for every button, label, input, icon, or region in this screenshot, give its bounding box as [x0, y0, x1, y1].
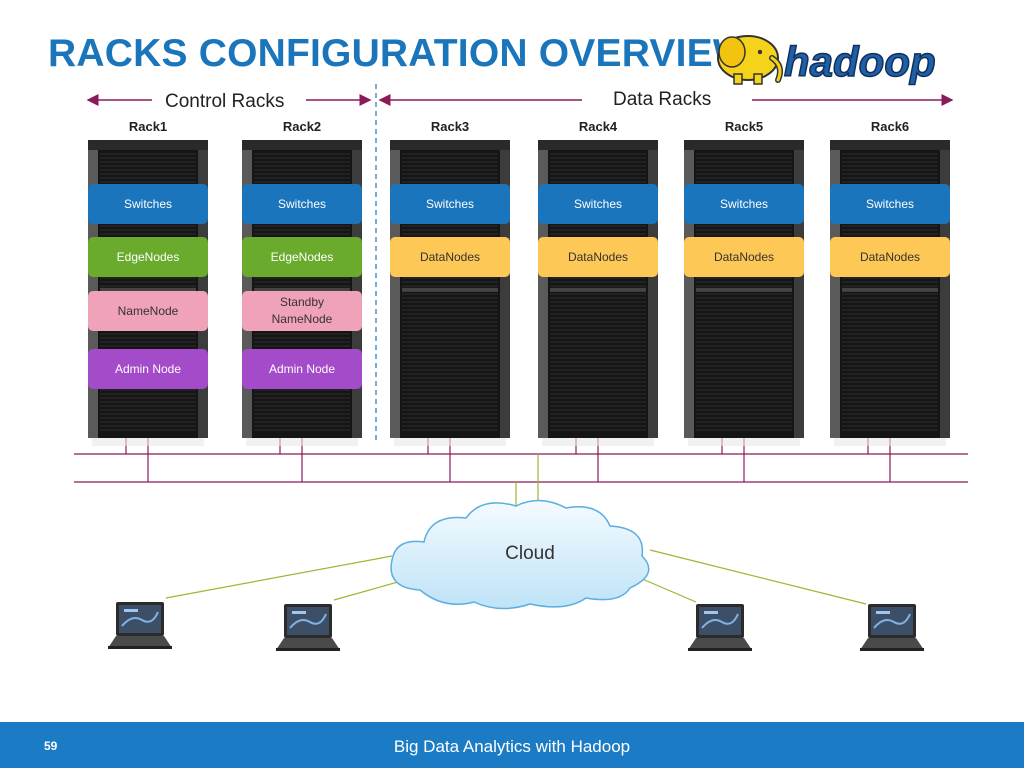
- rack1-switches-box: Switches: [88, 184, 208, 224]
- laptop-icon: [858, 602, 924, 652]
- rack5-datanodes-box: DataNodes: [684, 237, 804, 277]
- rack-name-1: Rack1: [128, 119, 168, 134]
- rack-name-6: Rack6: [870, 119, 910, 134]
- cloud-icon: [390, 499, 650, 610]
- rack6-datanodes-box: DataNodes: [830, 237, 950, 277]
- rack-name-4: Rack4: [578, 119, 618, 134]
- footer-bar: [0, 722, 1024, 768]
- box-label: Switches: [123, 196, 173, 211]
- rack5-switches-box: Switches: [684, 184, 804, 224]
- box-label: Switches: [865, 196, 915, 211]
- box-label: DataNodes: [713, 249, 775, 264]
- rack-name-2: Rack2: [282, 119, 322, 134]
- rack4-datanodes-box: DataNodes: [538, 237, 658, 277]
- rack4-switches-box: Switches: [538, 184, 658, 224]
- laptop-icon: [686, 602, 752, 652]
- rack-name-5: Rack5: [724, 119, 764, 134]
- data-racks-label: Data Racks: [613, 89, 712, 110]
- rack1-edgenodes-box: EdgeNodes: [88, 237, 208, 277]
- box-label: Admin Node: [268, 361, 336, 376]
- box-label: EdgeNodes: [270, 249, 334, 264]
- laptop-link-3: [639, 577, 697, 603]
- box-label: DataNodes: [419, 249, 481, 264]
- rack1-admin-node-box: Admin Node: [88, 349, 208, 389]
- laptop-icon: [106, 600, 172, 650]
- box-label: Switches: [573, 196, 623, 211]
- box-label: Switches: [277, 196, 327, 211]
- page-title: RACKS CONFIGURATION OVERVIEW: [48, 32, 750, 75]
- rack2-switches-box: Switches: [242, 184, 362, 224]
- box-label: Switches: [425, 196, 475, 211]
- box-label: DataNodes: [859, 249, 921, 264]
- box-label: Switches: [719, 196, 769, 211]
- laptop-link-4: [649, 549, 867, 605]
- footer-title: Big Data Analytics with Hadoop: [393, 737, 631, 756]
- rack2-admin-node-box: Admin Node: [242, 349, 362, 389]
- box-label: Admin Node: [114, 361, 182, 376]
- rack3-datanodes-box: DataNodes: [390, 237, 510, 277]
- box-label: EdgeNodes: [116, 249, 180, 264]
- laptop-link-1: [165, 555, 393, 599]
- box-label: DataNodes: [567, 249, 629, 264]
- rack6-switches-box: Switches: [830, 184, 950, 224]
- rack-name-3: Rack3: [430, 119, 470, 134]
- box-label: Standby NameNode: [271, 295, 333, 326]
- control-racks-label: Control Racks: [165, 91, 285, 112]
- box-label: NameNode: [117, 303, 179, 318]
- hadoop-logo: hadoop: [717, 35, 936, 86]
- rack1-namenode-box: NameNode: [88, 291, 208, 331]
- hadoop-elephant-icon: [717, 35, 783, 85]
- rack3-switches-box: Switches: [390, 184, 510, 224]
- laptop-icon: [274, 602, 340, 652]
- rack2-edgenodes-box: EdgeNodes: [242, 237, 362, 277]
- page-number: 59: [44, 739, 58, 753]
- cloud-label: Cloud: [505, 543, 555, 564]
- hadoop-logo-text: hadoop: [784, 38, 936, 85]
- rack2-standby-namenode-box: Standby NameNode: [242, 291, 362, 331]
